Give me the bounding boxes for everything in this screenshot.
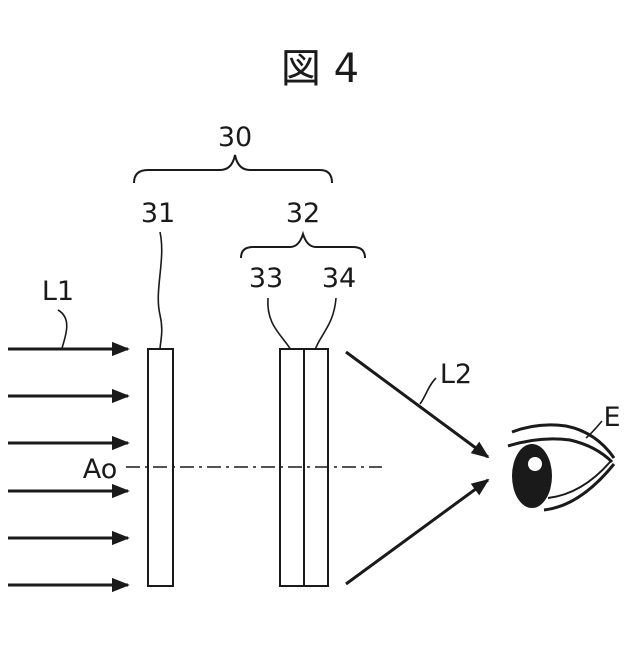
label-32: 32 bbox=[286, 198, 320, 229]
label-l1: L1 bbox=[42, 276, 74, 307]
label-33: 33 bbox=[249, 263, 283, 294]
leader-33 bbox=[268, 298, 291, 350]
eye-icon bbox=[508, 425, 614, 510]
label-34: 34 bbox=[322, 263, 356, 294]
figure-title: 図 4 bbox=[281, 46, 359, 92]
label-l2: L2 bbox=[440, 359, 472, 390]
label-ao: Ao bbox=[83, 454, 118, 485]
leader-34 bbox=[315, 298, 336, 350]
leader-31 bbox=[158, 232, 162, 350]
leader-l2 bbox=[420, 378, 436, 404]
brace-30 bbox=[134, 155, 332, 183]
outgoing-ray-lower bbox=[346, 480, 488, 584]
label-30: 30 bbox=[218, 122, 252, 153]
label-31: 31 bbox=[141, 198, 175, 229]
leader-l1 bbox=[58, 310, 67, 348]
leader-e bbox=[586, 421, 602, 438]
brace-32 bbox=[241, 234, 365, 258]
label-e: E bbox=[603, 402, 620, 433]
